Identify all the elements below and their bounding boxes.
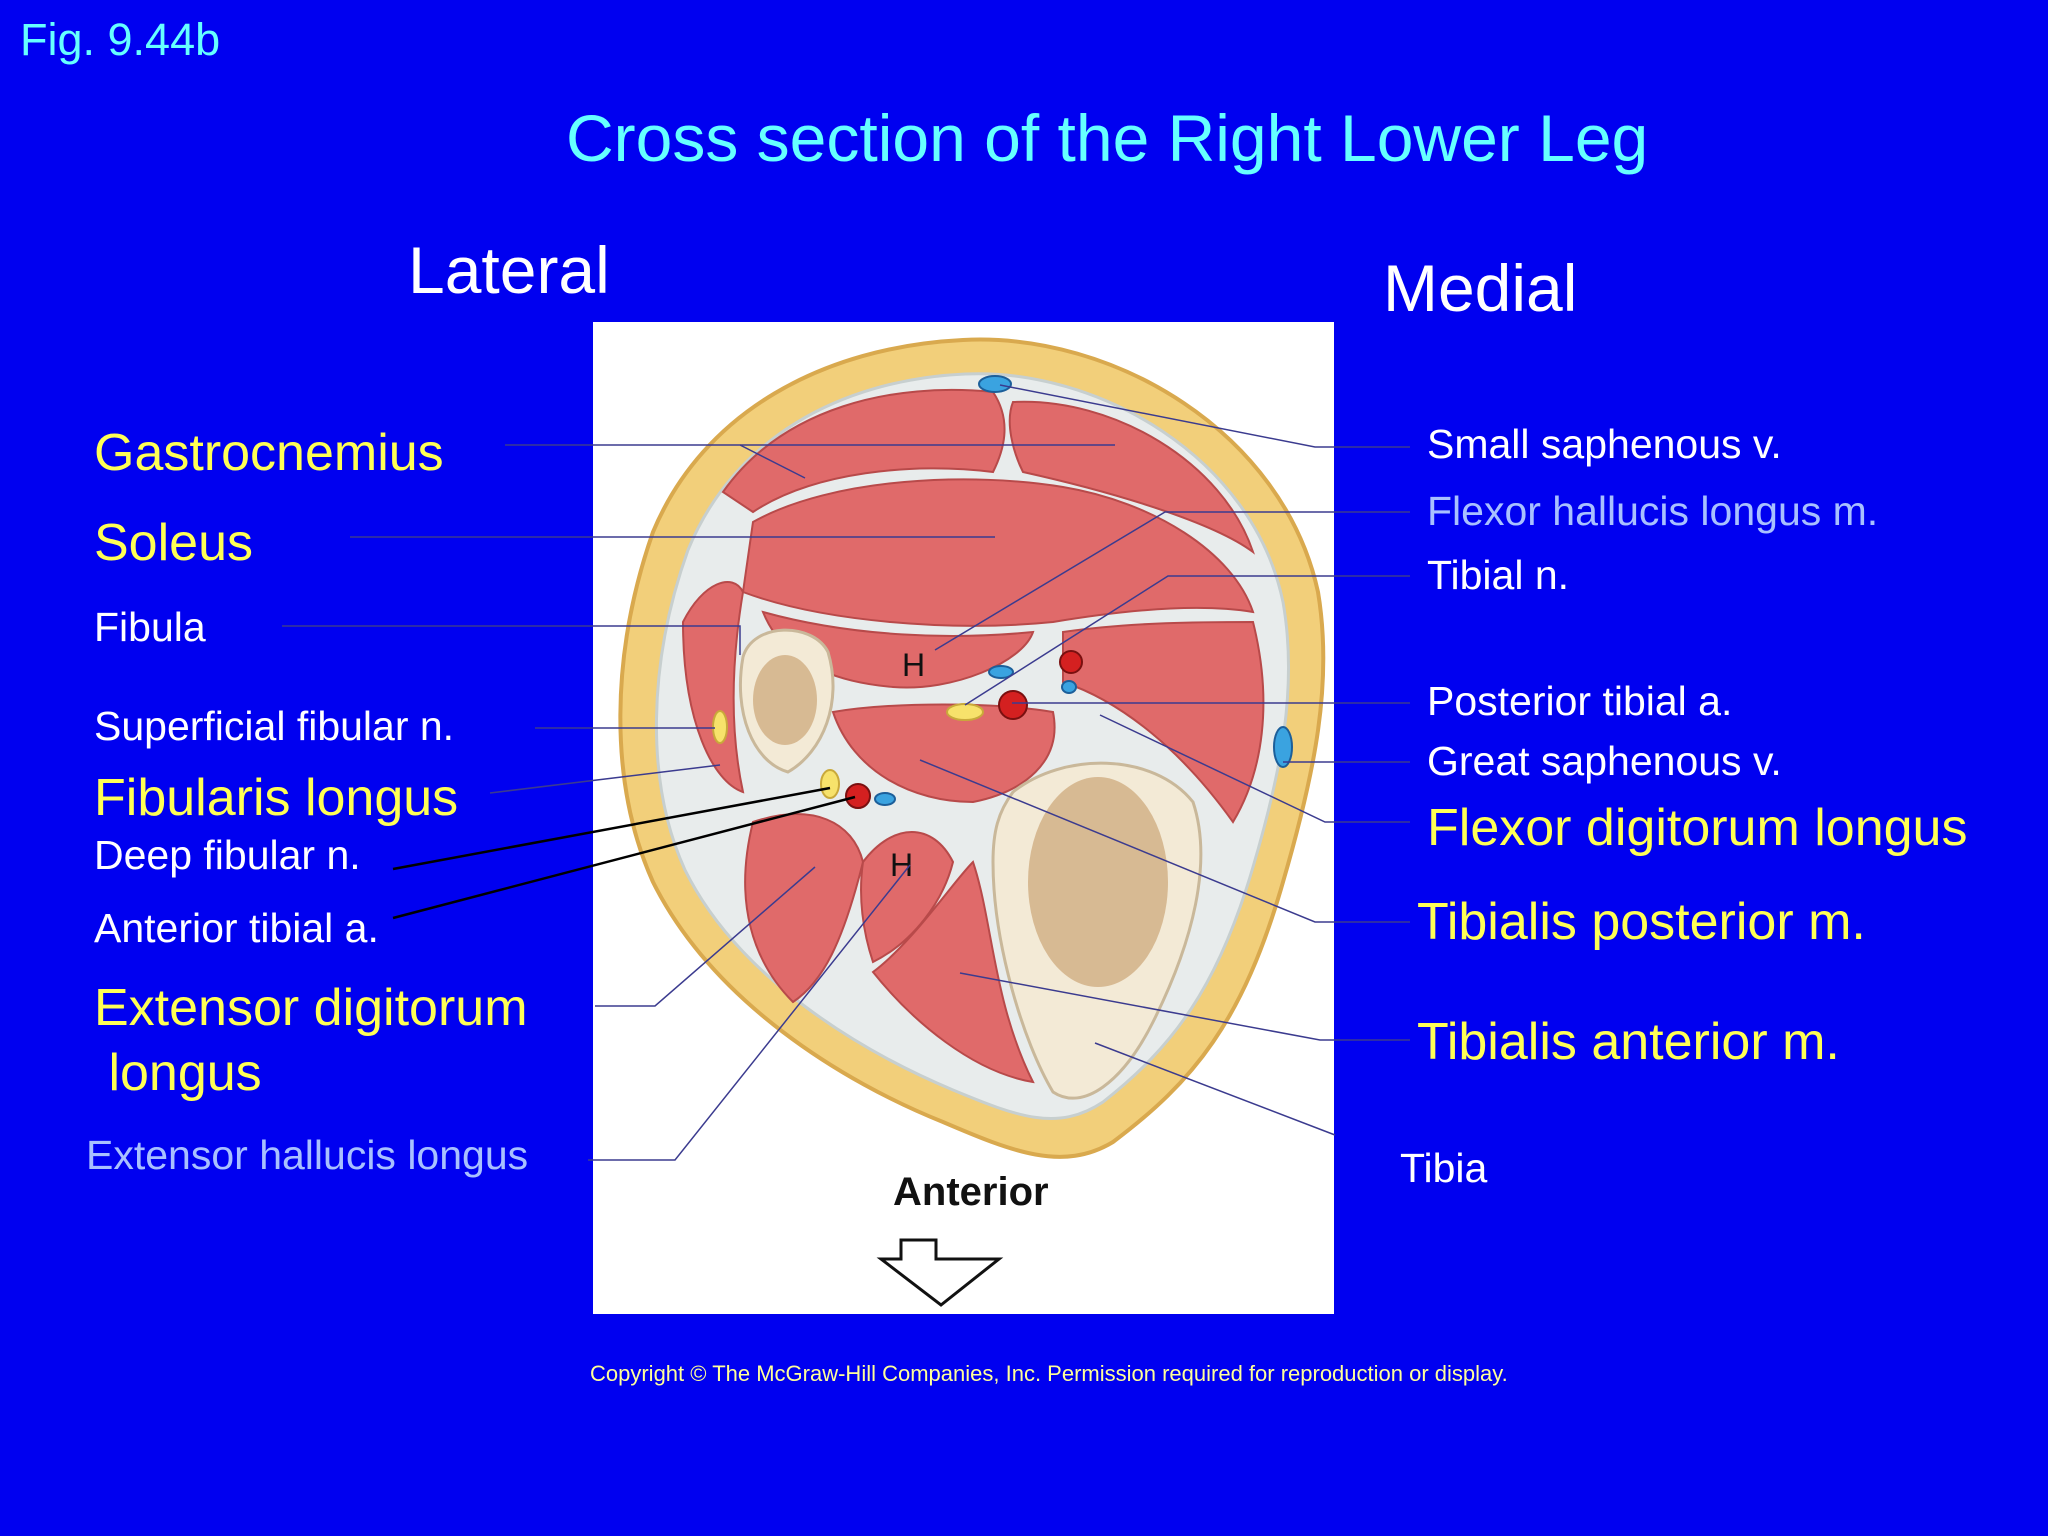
great-saphenous-vein [1273, 726, 1293, 768]
label-fibularis-longus: Fibularis longus [94, 769, 459, 827]
leader-anterior-tibial [392, 795, 856, 920]
label-posterior-tibial-a: Posterior tibial a. [1427, 678, 1733, 724]
anterior-arrow-icon [876, 1238, 1004, 1307]
label-deep-fibular-n: Deep fibular n. [94, 832, 361, 878]
label-extensor-hallucis-longus: Extensor hallucis longus [86, 1132, 529, 1178]
extensor-digitorum-muscle [744, 813, 865, 1004]
figure-number: Fig. 9.44b [20, 14, 221, 65]
copyright-notice: Copyright © The McGraw-Hill Companies, I… [590, 1361, 1508, 1386]
label-soleus: Soleus [94, 514, 253, 572]
label-tibial-n: Tibial n. [1427, 552, 1570, 598]
peroneal-artery [1059, 650, 1083, 674]
anterior-tibial-artery [845, 783, 871, 809]
lateral-label: Lateral [408, 233, 610, 307]
posterior-tibial-artery [998, 690, 1028, 720]
leader-small-saphenous [999, 384, 1410, 448]
label-gastrocnemius: Gastrocnemius [94, 424, 444, 482]
label-anterior-tibial-a: Anterior tibial a. [94, 905, 379, 951]
leader-tib-ant [959, 972, 1410, 1041]
anterior-tibial-vein [874, 792, 896, 806]
label-fibula: Fibula [94, 604, 206, 650]
anterior-label: Anterior [893, 1170, 1049, 1214]
leader-tibia [1094, 1042, 1336, 1136]
label-small-saphenous-v: Small saphenous v. [1427, 421, 1782, 467]
gastrocnemius-muscle [721, 388, 1006, 514]
tibial-nerve [946, 703, 984, 721]
peroneal-vein [1061, 680, 1077, 694]
label-flexor-hallucis-longus: Flexor hallucis longus m. [1427, 488, 1879, 534]
tibialis-posterior-muscle [831, 703, 1056, 804]
leader-fhl [934, 511, 1410, 651]
leader-fdl [1099, 714, 1410, 823]
posterior-tibial-vein [988, 665, 1014, 679]
label-extensor-digitorum-1: Extensor digitorum [94, 979, 528, 1037]
label-flexor-digitorum-longus: Flexor digitorum longus [1427, 799, 1968, 857]
leader-edl [595, 866, 816, 1007]
leader-ehl [588, 864, 911, 1161]
leader-deep-fibular [392, 786, 831, 871]
leader-fibularis-longus [489, 764, 721, 794]
label-superficial-fibular-n: Superficial fibular n. [94, 703, 455, 749]
h-mark-posterior: H [902, 647, 926, 683]
leader-gastrocnemius [505, 444, 806, 479]
h-mark-anterior: H [890, 847, 914, 883]
superficial-fibular-nerve [712, 710, 728, 744]
page-title: Cross section of the Right Lower Leg [566, 101, 1649, 175]
small-saphenous-vein [978, 375, 1012, 393]
soleus-muscle [741, 478, 1255, 627]
leader-tib-post [919, 759, 1410, 923]
label-extensor-digitorum-2: longus [94, 1044, 262, 1102]
label-tibialis-anterior: Tibialis anterior m. [1417, 1013, 1840, 1071]
tibialis-anterior-muscle [871, 860, 1035, 1084]
label-tibialis-posterior: Tibialis posterior m. [1417, 893, 1866, 951]
flexor-digitorum-muscle [1062, 620, 1265, 824]
illustration-panel: H H Anterior [593, 322, 1334, 1314]
label-tibia: Tibia [1400, 1145, 1488, 1191]
medial-label: Medial [1383, 251, 1578, 325]
extensor-hallucis-muscle [860, 831, 955, 964]
fibularis-longus-muscle [681, 581, 745, 794]
deep-fibular-nerve [820, 769, 840, 799]
leader-fibula [282, 625, 741, 655]
gastrocnemius-muscle-medial [1008, 400, 1255, 555]
label-great-saphenous-v: Great saphenous v. [1427, 738, 1782, 784]
cross-section-illustration [618, 337, 1326, 1307]
leader-tibial-n [964, 575, 1410, 706]
